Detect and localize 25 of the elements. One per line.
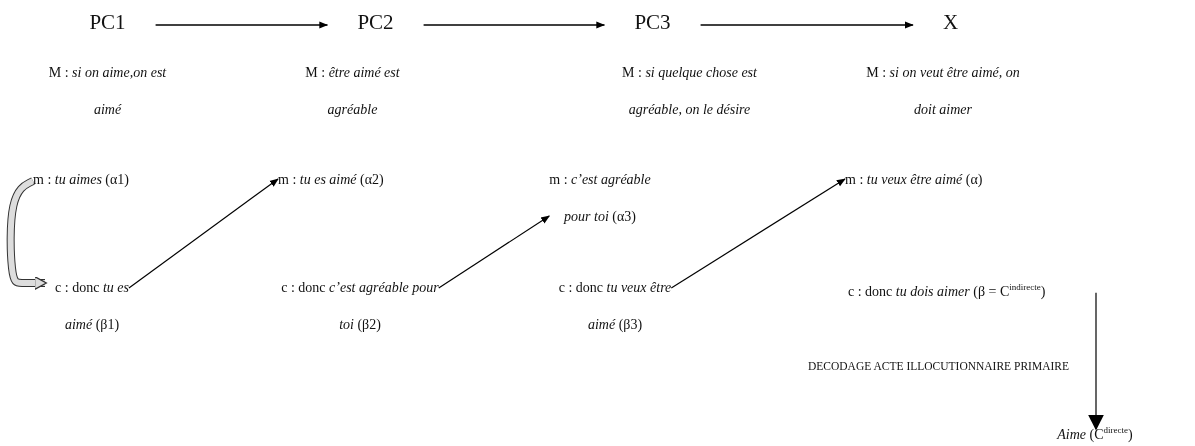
column-heading: PC3 <box>605 9 700 35</box>
column-heading: PC1 <box>60 9 155 35</box>
statement-text: m : c’est agréable pour toi (α3) <box>545 161 655 235</box>
statement-text: Aime (C$^{directe}$) <box>1030 418 1160 446</box>
arrow <box>670 178 846 289</box>
statement-text: c : donc c’est agréable pour toi (β2) <box>280 269 440 343</box>
arrow <box>154 21 329 29</box>
statement-text: c : donc tu es aimé (β1) <box>46 269 138 343</box>
major-premise-text: M : si on veut être aimé, on doit aimer <box>865 64 1021 119</box>
arrow <box>422 21 606 29</box>
statement-text: c : donc tu dois aimer (β = C$^{indirecte}$) <box>848 269 1148 310</box>
major-premise-text: M : si on aime,on est aimé <box>47 64 168 119</box>
major-premise-text: M : si quelque chose est agréable, on le désire <box>621 64 758 119</box>
statement-text: m : tu veux être aimé (α) <box>845 161 1065 198</box>
column-heading: PC2 <box>328 9 423 35</box>
arrow <box>699 21 914 29</box>
statement-text: m : tu aimes (α1) <box>33 161 183 198</box>
statement-text: m : tu es aimé (α2) <box>278 161 438 198</box>
arrow <box>1088 292 1104 431</box>
arrow <box>438 215 550 289</box>
major-premise-text: M : être aimé est agréable <box>304 64 401 119</box>
curved-arrow <box>6 177 47 291</box>
arrow <box>128 178 279 289</box>
statement-text: c : donc tu veux être aimé (β3) <box>545 269 685 343</box>
column-heading: X <box>903 9 998 35</box>
